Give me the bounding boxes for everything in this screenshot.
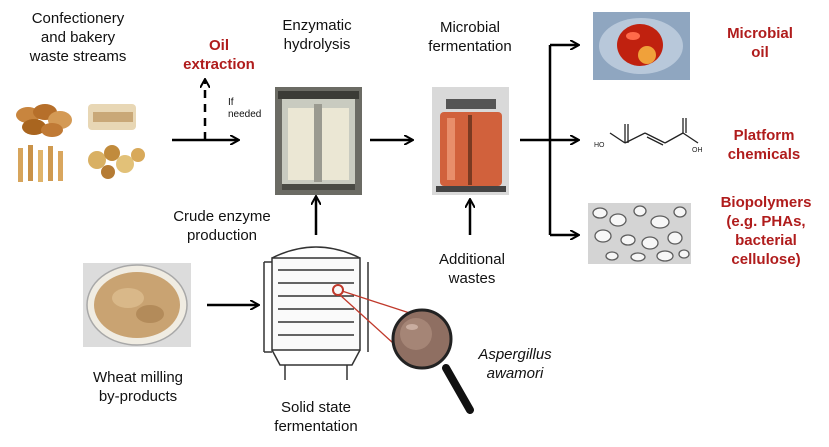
microbial-fermentation-label: Microbial fermentation	[428, 19, 512, 55]
oil-droplet-photo	[593, 12, 690, 80]
wheat-milling-label: Wheat milling by-products	[92, 369, 184, 405]
platform-chemicals-label: Platform chemicals	[727, 127, 801, 163]
sample-point-marker	[332, 284, 344, 296]
bakery-products-photo	[12, 98, 162, 184]
oil-extraction-label: Oil extraction	[183, 37, 255, 73]
connector-line-lower	[339, 294, 394, 344]
enzymatic-hydrolysis-label: Enzymatic hydrolysis	[282, 17, 352, 53]
aspergillus-label: Aspergillus awamori	[478, 346, 552, 382]
ho-label: HO	[594, 142, 605, 149]
biopolymers-label: Biopolymers (e.g. PHAs, bacterial cellul…	[720, 194, 812, 268]
biopolymer-micrograph	[588, 203, 691, 264]
magnifying-glass-icon	[391, 308, 474, 414]
microbial-oil-label: Microbial oil	[727, 25, 793, 61]
wheat-bran-dish-photo	[83, 263, 191, 347]
oh-label: OH	[692, 147, 703, 154]
additional-wastes-label: Additional wastes	[439, 251, 505, 287]
solid-state-bioreactor-drawing	[263, 246, 369, 380]
crude-enzyme-label: Crude enzyme production	[173, 208, 271, 244]
if-needed-label: If needed	[228, 97, 262, 120]
waste-streams-label: Confectionery and bakery waste streams	[29, 10, 127, 65]
solid-state-label: Solid state fermentation	[274, 399, 358, 435]
fermenter-photo	[432, 87, 509, 195]
fumaric-acid-structure	[609, 118, 699, 146]
hydrolysis-reactor-photo	[275, 87, 362, 195]
